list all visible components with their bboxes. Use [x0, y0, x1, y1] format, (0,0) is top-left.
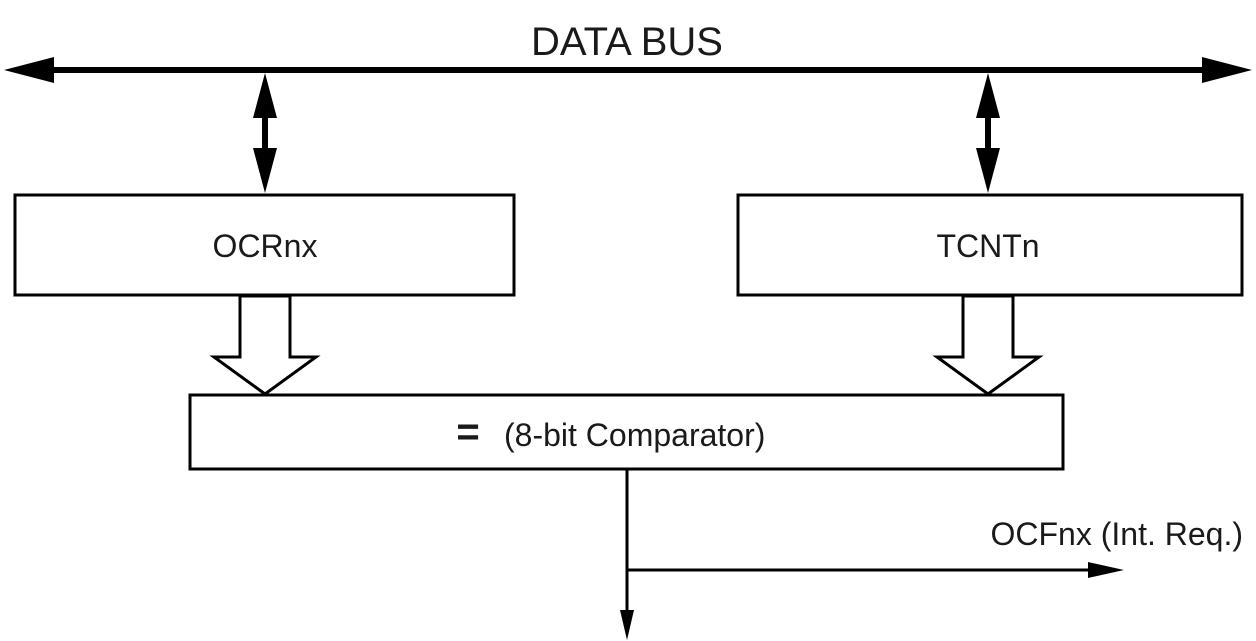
- data-bus-left-arrowhead: [4, 57, 54, 83]
- ocr-register: OCRnx: [13, 193, 516, 297]
- comparator-label: (8-bit Comparator): [504, 417, 765, 453]
- data-bus-label: DATA BUS: [531, 20, 723, 64]
- tcnt-register-label: TCNTn: [936, 228, 1039, 264]
- ocr-to-comparator-arrow: [209, 294, 321, 396]
- tcnt-bus-down-arrowhead: [976, 148, 1000, 193]
- comparator-equals-symbol: =: [456, 410, 479, 454]
- tcnt-bus-connection: [976, 73, 1000, 193]
- ocr-bus-up-arrowhead: [253, 73, 277, 118]
- comparator-box: [188, 393, 1065, 471]
- ocr-register-box: [13, 193, 516, 297]
- data-bus: DATA BUS: [4, 20, 1252, 83]
- tcnt-register-box: [736, 193, 1244, 297]
- tcnt-register: TCNTn: [736, 193, 1244, 297]
- comparator: = (8-bit Comparator): [188, 393, 1065, 471]
- ocf-interrupt-label: OCFnx (Int. Req.): [991, 516, 1244, 552]
- ocf-signal-arrowhead: [1088, 562, 1124, 578]
- data-bus-right-arrowhead: [1202, 57, 1252, 83]
- tcnt-bus-up-arrowhead: [976, 73, 1000, 118]
- ocr-bus-connection: [253, 73, 277, 193]
- ocr-bus-down-arrowhead: [253, 148, 277, 193]
- ocr-register-label: OCRnx: [213, 228, 318, 264]
- comparator-output-down-arrowhead: [620, 610, 634, 640]
- comparator-output: OCFnx (Int. Req.): [620, 470, 1243, 640]
- tcnt-to-comparator-arrow: [932, 294, 1044, 396]
